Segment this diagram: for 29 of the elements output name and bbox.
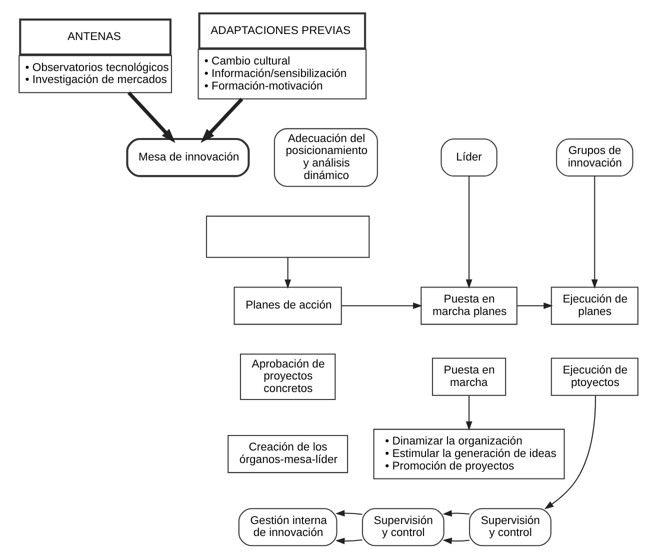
node-box — [205, 216, 370, 258]
node-box: Supervisión y control — [361, 508, 444, 546]
arrow — [465, 176, 472, 289]
node-box: Ejecución de ptoyectos — [550, 358, 638, 396]
arrow — [334, 538, 362, 544]
arrow — [334, 510, 362, 516]
arrow — [200, 98, 243, 143]
node-box: Aprobación de proyectos concretos — [239, 354, 336, 400]
arrow — [516, 302, 552, 310]
node-box: Mesa de innovación — [126, 138, 250, 178]
arrow — [442, 538, 469, 544]
node-box: Adecuación del posicionamiento y análisis dinámico — [273, 128, 378, 187]
node-box: Puesta en marcha — [431, 358, 506, 396]
arrow — [126, 91, 175, 143]
node-box: Supervisión y control — [468, 508, 551, 546]
node-box: Grupos de innovación — [556, 138, 633, 177]
arrow — [544, 396, 596, 510]
arrow — [590, 176, 598, 289]
arrow — [442, 510, 469, 517]
arrow — [284, 258, 291, 289]
node-box: Gestión interna de innovación — [238, 508, 337, 546]
arrow — [341, 302, 422, 310]
node-box: • Dinamizar la organización • Estimular la generación de ideas • Promoción de proyectos — [372, 428, 564, 480]
node-box: Líder — [440, 138, 497, 177]
node-box: Ejecución de planes — [550, 286, 638, 325]
arrow — [465, 396, 472, 431]
node-box: Planes de acción — [233, 286, 342, 325]
node-box: Creación de los órganos-mesa-líder — [227, 434, 348, 474]
node-box: Puesta en marcha planes — [420, 286, 517, 325]
